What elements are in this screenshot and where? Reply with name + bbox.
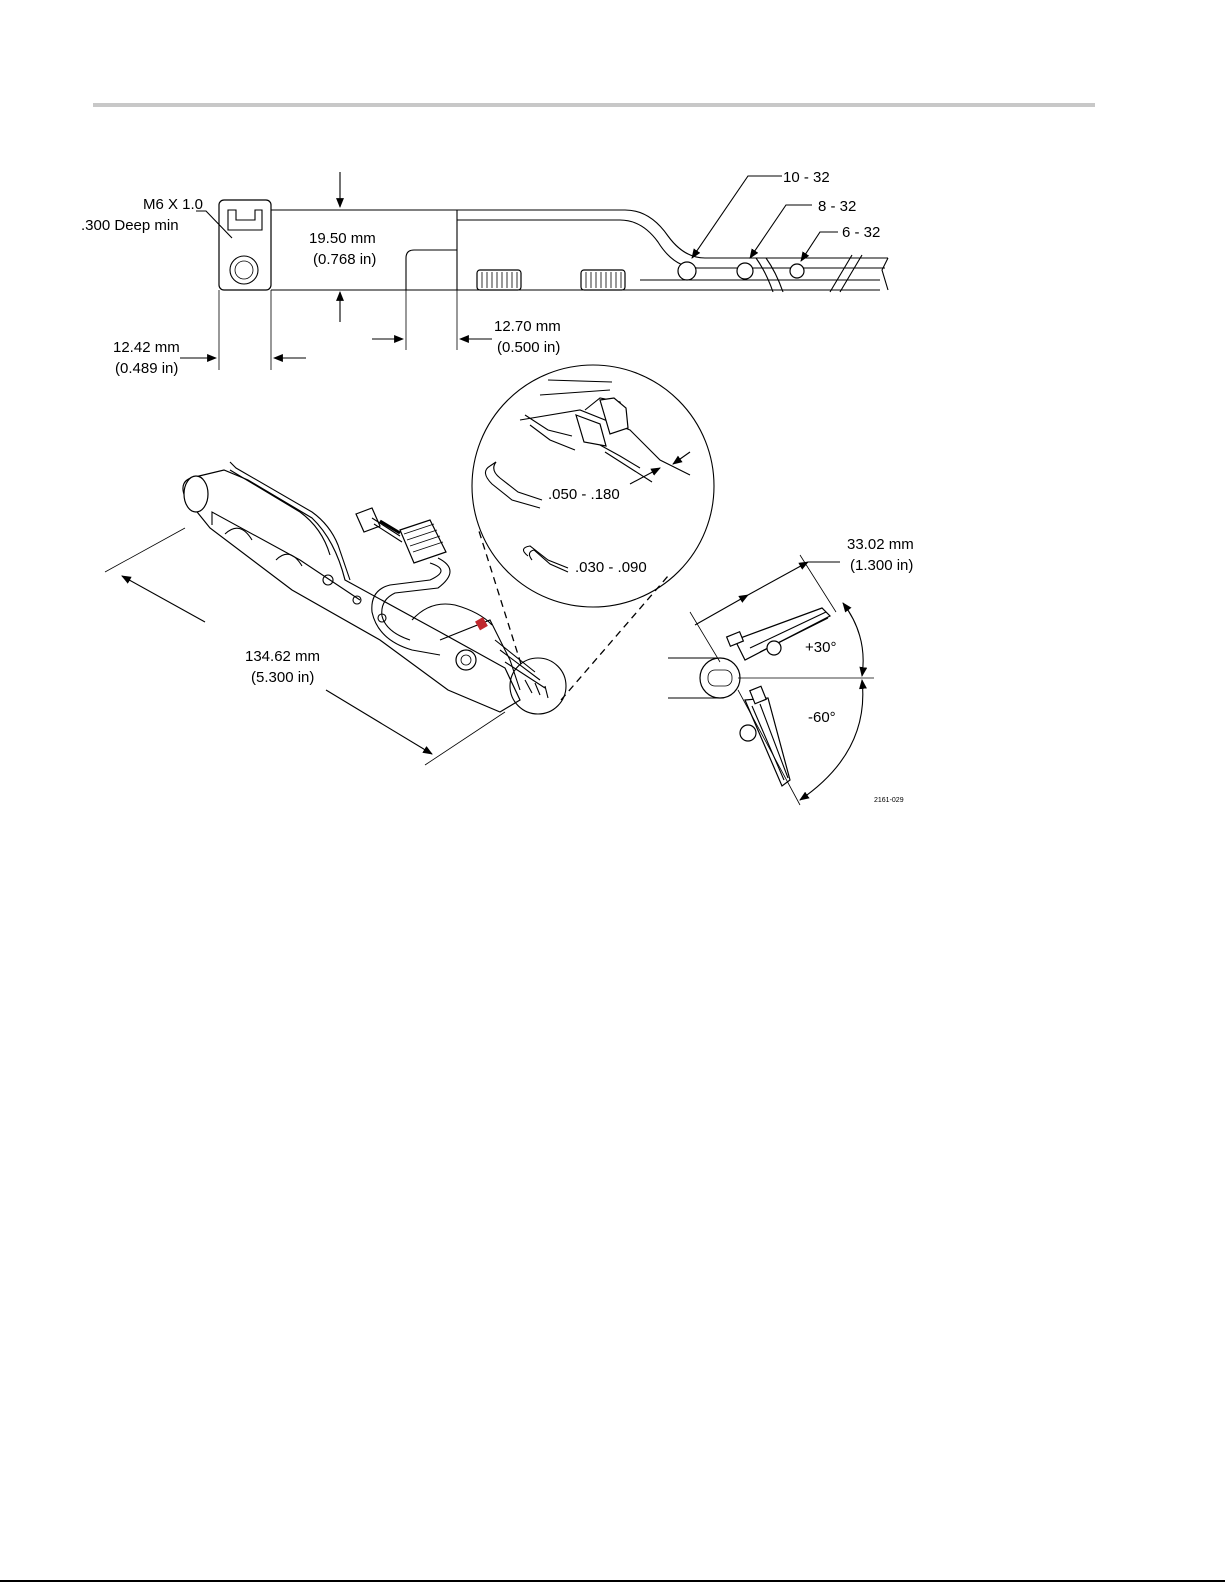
connector-icon <box>356 508 446 563</box>
header-rule <box>93 103 1095 107</box>
reach-in-label: (1.300 in) <box>850 557 913 574</box>
reach-mm-label: 33.02 mm <box>847 536 914 553</box>
knurled-knob-icon <box>581 270 625 290</box>
height-in-label: (0.768 in) <box>313 251 376 268</box>
thread-m6-label: M6 X 1.0 <box>143 196 203 213</box>
knurled-knob-icon <box>477 270 521 290</box>
hole-8-32-label: 8 - 32 <box>818 198 856 215</box>
probe-perspective-view <box>183 462 566 714</box>
hole-10-32-label: 10 - 32 <box>783 169 830 186</box>
figure-id-label: 2161-029 <box>874 797 904 804</box>
angle-up-label: +30° <box>805 639 836 656</box>
tip-large-range-label: .050 - .180 <box>548 486 620 503</box>
height-mm-label: 19.50 mm <box>309 230 376 247</box>
footer-rule <box>0 1580 1225 1582</box>
tip-small-range-label: .030 - .090 <box>575 559 647 576</box>
angle-down-label: -60° <box>808 709 836 726</box>
hole-8-32-icon <box>737 263 753 279</box>
length-mm-label: 134.62 mm <box>245 648 320 665</box>
width-mm-label: 12.42 mm <box>113 339 180 356</box>
offset-mm-label: 12.70 mm <box>494 318 561 335</box>
hole-6-32-label: 6 - 32 <box>842 224 880 241</box>
length-in-label: (5.300 in) <box>251 669 314 686</box>
thread-depth-label: .300 Deep min <box>81 217 179 234</box>
offset-in-label: (0.500 in) <box>497 339 560 356</box>
width-in-label: (0.489 in) <box>115 360 178 377</box>
hole-6-32-icon <box>790 264 804 278</box>
hole-10-32-icon <box>678 262 696 280</box>
rotation-angle-view <box>668 555 874 805</box>
clip-large-icon <box>485 462 542 508</box>
clip-small-icon <box>523 546 568 572</box>
